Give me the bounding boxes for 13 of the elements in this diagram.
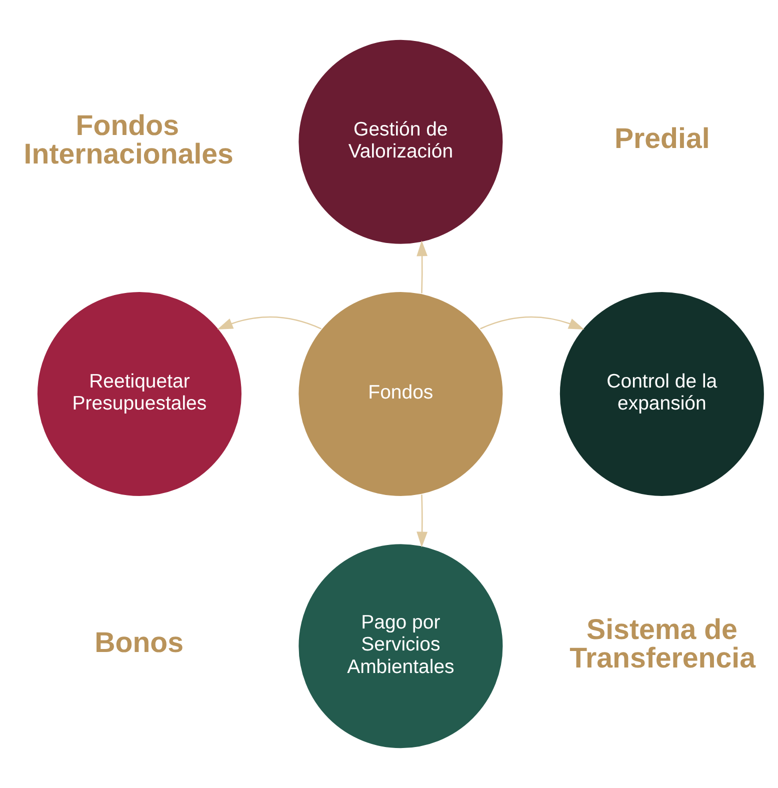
label: Bonos [94,627,184,660]
arrow [416,240,428,294]
node-circle: Fondos [297,290,504,498]
arrow [480,316,584,330]
node-circle: Pago por Servicios Ambientales [297,542,504,750]
arrow [217,316,322,330]
label: Sistema de Transferencia [570,614,756,675]
node-circle: Reetiquetar Presupuestales [36,290,243,498]
arrow [416,494,428,548]
label: Fondos Internacionales [24,110,234,170]
label: Predial [614,122,710,155]
node-circle: Gestión de Valorización [297,38,504,246]
node-circle: Control de la expansión [558,290,766,498]
